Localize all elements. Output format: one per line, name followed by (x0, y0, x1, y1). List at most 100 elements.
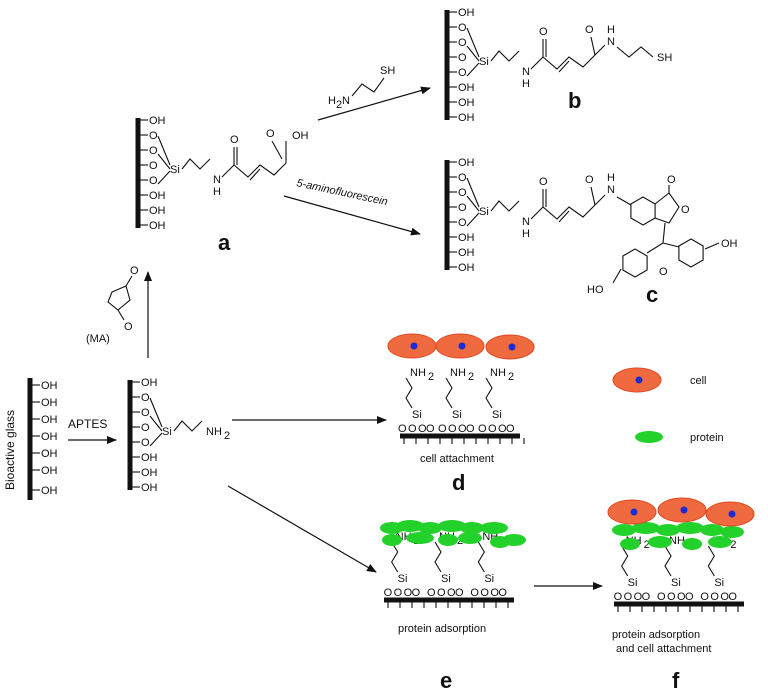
b-amide-n: N (522, 66, 530, 78)
molecule-c-o: O (458, 217, 467, 229)
surface-e-si: Si (441, 573, 451, 585)
b-co2-bond (594, 44, 606, 56)
aptes-label: APTES (68, 417, 107, 431)
c-co2-bond (594, 194, 606, 206)
molecule-a-oh: OH (149, 115, 166, 127)
surface-f-si: Si (671, 577, 681, 589)
label-f: f (672, 668, 680, 690)
label-b: b (568, 88, 581, 113)
surface-d-o: O (426, 423, 435, 435)
surface-f-o: O (710, 591, 719, 603)
surface-e-o: O (427, 587, 436, 599)
c-spiro (662, 222, 666, 244)
aptes-glass-oh: OH (141, 377, 158, 389)
protein-e-7 (406, 532, 434, 544)
surface-d-o: O (448, 423, 457, 435)
c-xanthene-left (622, 248, 648, 278)
label-a: a (218, 230, 231, 255)
a-cis-bond (249, 168, 261, 181)
protein-f-8 (682, 538, 702, 550)
surface-f-si: Si (628, 577, 638, 589)
glass-oh: OH (41, 380, 58, 392)
b-cis-bond (558, 60, 570, 73)
surface-e-o: O (447, 587, 456, 599)
b-co2-o (590, 36, 596, 56)
protein-f-2 (656, 524, 680, 536)
molecule-b-o: O (458, 52, 467, 64)
protein-f-6 (620, 538, 640, 550)
surface-d-si: Si (492, 409, 502, 421)
b-amide2-h: H (607, 24, 615, 36)
glass-oh: OH (41, 431, 58, 443)
molecule-a-o-si (157, 153, 171, 170)
aptes-glass-propyl (173, 420, 203, 432)
cysteamine-chain (351, 77, 385, 97)
c-carbonyl-o2: O (585, 174, 594, 186)
protein-e-4 (460, 522, 484, 534)
label-d: d (452, 470, 465, 495)
surface-d-o: O (408, 423, 417, 435)
surface-d-amine-label: NH (450, 367, 466, 379)
b-amide-h: H (522, 78, 530, 90)
surface-f-propyl (621, 545, 629, 577)
c-lactone-co: O (667, 174, 676, 186)
molecule-a-oh: OH (149, 190, 166, 202)
aptes-glass-o: O (141, 422, 150, 434)
c-spiro-l (646, 242, 664, 254)
aptes-glass-o: O (141, 437, 150, 449)
protein-f-0 (612, 524, 636, 536)
a-co-bond (271, 140, 283, 160)
ma-o1: O (130, 265, 139, 277)
surface-d-o: O (458, 423, 467, 435)
c-xanthene-right (678, 238, 704, 268)
molecule-c-o: O (458, 202, 467, 214)
surface-f-o: O (700, 591, 709, 603)
c-amide-h: H (522, 228, 530, 240)
surface-d-o: O (438, 423, 447, 435)
molecule-a-o-si (157, 135, 171, 166)
surface-f-o: O (677, 591, 686, 603)
molecule-a-o: O (149, 130, 158, 142)
protein-e-5 (480, 522, 508, 534)
surface-f-o: O (642, 591, 651, 603)
legend-cell-nucleus (635, 376, 643, 384)
c-amide2-h: H (607, 172, 615, 184)
molecule-a-o: O (149, 175, 158, 187)
b-carbonyl-o: O (539, 26, 548, 38)
ma-label: (MA) (86, 333, 110, 345)
surface-f-o: O (624, 591, 633, 603)
surface-d-amine-subscript: 2 (508, 371, 514, 383)
ma-ring (107, 285, 131, 311)
protein-f-1 (632, 522, 660, 534)
surface-e-o: O (384, 587, 393, 599)
surface-f-propyl (707, 545, 715, 577)
arrow-to-e (227, 485, 377, 573)
aptes-glass-o: O (141, 407, 150, 419)
molecule-a-o: O (149, 160, 158, 172)
surface-e-si: Si (398, 573, 408, 585)
molecule-c-oh: OH (458, 262, 475, 274)
c-xanthene-o: O (659, 266, 668, 278)
cell-d-3-nucleus (508, 343, 516, 351)
molecule-c-o: O (458, 172, 467, 184)
a-carbonyl-o: O (230, 134, 239, 146)
molecule-b-o: O (458, 37, 467, 49)
caption-f-2: and cell attachment (616, 643, 711, 655)
protein-e-6 (382, 534, 402, 546)
aptes-glass-o-si (149, 415, 163, 432)
surface-d-amine-subscript: 2 (428, 371, 434, 383)
surface-f-o: O (634, 591, 643, 603)
aptes-amine-label: NH (206, 426, 222, 438)
surface-e-o: O (480, 587, 489, 599)
surface-e-o: O (404, 587, 413, 599)
molecule-c-oh: OH (458, 247, 475, 259)
surface-d-o: O (488, 423, 497, 435)
caption-f-1: protein adsorption (612, 629, 700, 641)
aptes-glass-oh: OH (141, 452, 158, 464)
cell-d-3 (485, 334, 535, 360)
surface-f-amine-subscript: 2 (730, 539, 736, 551)
